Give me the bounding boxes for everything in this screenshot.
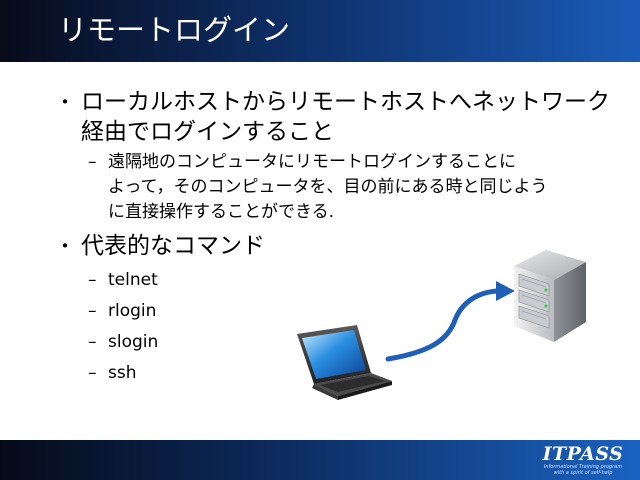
sub-bullet-line: よって，そのコンピュータを、目の前にある時と同じよう (108, 177, 548, 197)
sub-bullet-marker: – (88, 332, 97, 352)
sub-bullet-line: 遠隔地のコンピュータにリモートログインすることに (108, 152, 516, 172)
sub-bullet-line: に直接操作することができる. (108, 202, 335, 222)
itpass-logo: ITPASS Informational Training program wi… (538, 444, 628, 478)
sub-bullet-marker: – (88, 270, 97, 290)
bullet-marker: ・ (55, 90, 75, 114)
logo-subtext: Informational Training program (543, 464, 623, 470)
logo-text: ITPASS (542, 443, 624, 465)
title-bar: リモートログイン (0, 0, 640, 62)
command-ssh: ssh (108, 363, 137, 383)
bullet-line: ローカルホストからリモートホストへネットワーク (81, 89, 610, 115)
sub-bullet-marker: – (88, 301, 97, 321)
command-telnet: telnet (108, 270, 158, 290)
server-icon (514, 250, 586, 342)
bullet-line: 代表的なコマンド (81, 233, 265, 259)
sub-bullet-marker: – (88, 363, 97, 383)
bullet-line: 経由でログインすること (81, 119, 334, 145)
laptop-icon (297, 325, 392, 400)
logo-subtext: with a spirit of self-help (553, 470, 613, 476)
bullet-marker: ・ (55, 234, 75, 258)
sub-bullet-marker: – (88, 152, 97, 172)
curved-arrow-icon (385, 281, 515, 362)
command-slogin: slogin (108, 332, 159, 352)
footer-bar (0, 440, 640, 480)
command-rlogin: rlogin (108, 301, 157, 321)
slide-title: リモートログイン (58, 13, 291, 47)
